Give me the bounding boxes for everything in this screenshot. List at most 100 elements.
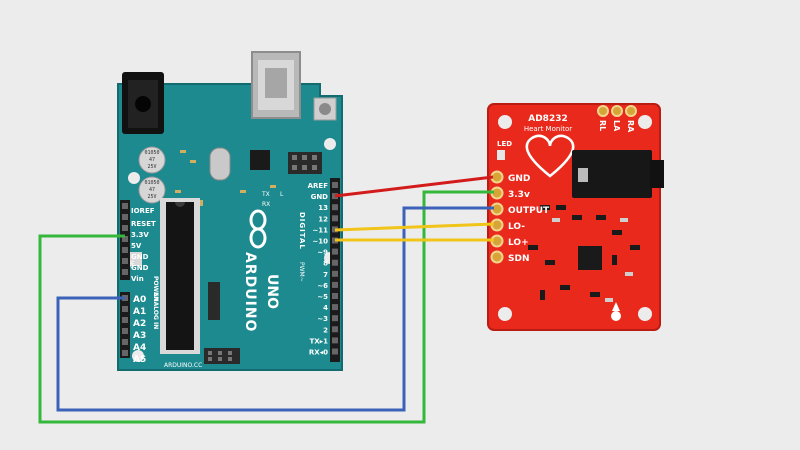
analog-pin-labels: A0 A1 A2 A3 A4 A5 (133, 295, 146, 365)
icsp-header-top (288, 152, 322, 174)
digital-pin-label: ~10 (312, 238, 328, 246)
digital-pin-hole (332, 293, 338, 299)
digital-pin-hole (332, 304, 338, 311)
icsp-header-bottom (204, 348, 240, 364)
digital-pin-label: ~5 (317, 293, 328, 301)
sensor-smd-components (528, 205, 640, 300)
led-indicator (497, 150, 505, 160)
capacitor-1: 01050 47 25V (138, 146, 166, 174)
mounting-hole (128, 172, 140, 184)
rx-led-label: RX (262, 201, 270, 208)
led-label: LED (497, 140, 512, 148)
mounting-hole (498, 307, 512, 321)
dc-power-jack (122, 72, 164, 134)
pin-label-vin: Vin (131, 275, 144, 283)
sensor-capacitors (552, 218, 633, 302)
mounting-hole (498, 115, 512, 129)
digital-header (330, 178, 340, 362)
mounting-hole (638, 115, 652, 129)
digital-pin-label: ~9 (317, 249, 328, 257)
capacitor-1-text: 25V (147, 164, 156, 170)
digital-pin-label: 7 (323, 271, 328, 279)
l-led-label: L (280, 191, 284, 198)
digital-pin-hole (332, 337, 338, 344)
pin-label-gnd: GND (131, 253, 149, 261)
wire-output (56, 206, 494, 412)
sensor-pin-pad (490, 170, 504, 184)
sensor-pin-label-lo-minus: LO- (508, 222, 525, 232)
atmega-microcontroller (160, 198, 200, 354)
arduino-uno-board: 01050 47 25V 01050 47 25V (117, 51, 343, 371)
digital-pin-hole (332, 281, 338, 288)
digital-label: DIGITAL (298, 212, 306, 250)
digital-pin-hole (332, 348, 338, 355)
digital-pin-label: RX◂0 (309, 349, 328, 357)
sensor-pin-labels: GND 3.3v OUTPUT LO- LO+ SDN (508, 174, 550, 264)
power-header (120, 200, 130, 280)
digital-pin-label: 2 (323, 326, 328, 334)
tx-led-label: TX (261, 191, 270, 198)
digital-pin-hole (332, 315, 338, 322)
left-pin-labels: IOREF RESET 3.3V 5V GND GND Vin (131, 207, 156, 283)
digital-pin-label: 4 (323, 304, 328, 312)
digital-pin-hole (332, 259, 338, 266)
digital-pin-hole (332, 248, 338, 255)
digital-pin-label: GND (311, 193, 329, 201)
digital-pin-label: ~6 (317, 282, 328, 290)
wire-lo-minus (334, 222, 495, 232)
sparkfun-logo-icon (611, 302, 621, 321)
capacitor-2-text: 47 (149, 187, 155, 193)
digital-pin-label: 12 (318, 215, 328, 223)
pin-label-5v: 5V (131, 242, 142, 250)
mounting-hole (324, 138, 336, 150)
arduino-logo (249, 209, 267, 249)
electrode-label-la: LA (612, 120, 621, 132)
wires (38, 175, 495, 424)
arduino-brand-text: ARDUINO (242, 252, 258, 332)
pin-label-a0: A0 (133, 295, 146, 305)
digital-pin-hole (332, 182, 338, 188)
digital-pin-label: ~11 (312, 226, 328, 234)
ad8232-sensor-board: RL LA RA AD8232 Heart Monitor LED (487, 103, 664, 331)
wire-gnd (334, 175, 494, 198)
mounting-hole (132, 350, 144, 362)
pin-label-gnd: GND (131, 264, 149, 272)
arduino-website-text: ARDUINO.CC (164, 362, 202, 369)
analog-header (120, 292, 130, 358)
pin-label-reset: RESET (131, 220, 156, 228)
pin-label-a4: A4 (133, 343, 146, 353)
capacitor-2-text: 25V (147, 194, 156, 200)
analog-in-label: ANALOG IN (152, 292, 159, 329)
sensor-pin-label-sdn: SDN (508, 254, 530, 264)
reset-button (313, 97, 337, 121)
on-label: ON (130, 260, 136, 268)
sensor-subtitle: Heart Monitor (524, 125, 572, 133)
usb-controller-chip (250, 150, 270, 170)
digital-pin-hole (332, 270, 338, 277)
smd-components (175, 150, 276, 206)
pin-label-a2: A2 (133, 319, 146, 329)
pwm-pads (208, 282, 220, 320)
sensor-title: AD8232 (528, 114, 568, 124)
electrode-label-rl: RL (598, 120, 607, 131)
digital-pin-label: AREF (308, 182, 329, 190)
digital-pin-label: 13 (318, 204, 328, 212)
electrode-label-ra: RA (626, 120, 635, 133)
pin-label-3v3: 3.3V (131, 231, 149, 239)
capacitor-1-text: 47 (149, 157, 155, 163)
arduino-model-text: UNO (264, 274, 280, 309)
capacitor-2-text: 01050 (144, 180, 159, 186)
digital-pin-label: ~3 (317, 315, 328, 323)
wire-3v3 (38, 190, 494, 424)
digital-pin-hole (332, 326, 338, 333)
electrode-pads (597, 105, 637, 117)
pin-label-ioref: IOREF (131, 207, 155, 215)
digital-pin-hole (332, 204, 338, 211)
pwm-label: PWM~ (298, 262, 305, 282)
sensor-pin-pad (490, 250, 504, 264)
digital-pin-hole (332, 193, 338, 200)
digital-pin-label: 8 (323, 260, 328, 268)
sensor-pin-label-lo-plus: LO+ (508, 238, 529, 248)
sensor-pin-label-output: OUTPUT (508, 206, 550, 216)
